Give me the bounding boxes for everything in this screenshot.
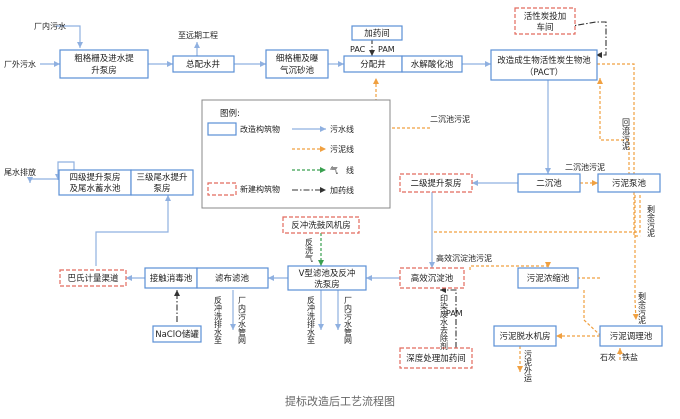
process-labels: 粗格栅及进水提 升泵房 总配水井 细格栅及曝 气沉砂池 加药间 分配井 水解酸化…	[67, 11, 652, 364]
sludge-cond-box	[599, 325, 663, 347]
print-waste-label: 印染废水去除剂	[440, 294, 449, 351]
sludge-cond-label: 污泥调理池	[610, 331, 653, 342]
coarse-screen-box	[59, 49, 149, 79]
return-sludge-label: 回流污泥	[622, 118, 631, 151]
sludge-thick-label: 污泥浓缩池	[527, 273, 570, 284]
inner-sewage-label: 厂内污水	[34, 21, 66, 31]
naclo-box	[152, 325, 202, 343]
vfilter-label-1: V型滤池及反冲	[299, 268, 356, 279]
hd-sludge-label: 高效沉淀池污泥	[436, 253, 492, 263]
backwash-drain4-label: 厂内污水管网	[238, 296, 247, 345]
pam-label: PAM	[378, 45, 395, 54]
hydrolysis-label: 水解酸化池	[411, 59, 454, 70]
legend-new-label: 新建构筑物	[240, 184, 280, 194]
tail-discharge-label: 尾水排放	[4, 167, 36, 177]
pac-label: PAC	[350, 45, 366, 54]
hd-clar-label: 高效沉淀池	[411, 273, 454, 284]
dewater-label: 污泥脱水机房	[499, 331, 550, 342]
deep-dosing-label: 深度处理加药间	[406, 353, 466, 364]
backwash-drain1-label: 反冲洗排水至	[307, 295, 316, 344]
fine-screen-label-2: 气沉砂池	[280, 65, 315, 76]
secondary-clar-label: 二沉池	[536, 178, 562, 189]
carbon-room-label-2: 车间	[536, 22, 553, 33]
coarse-screen-label-2: 升泵房	[91, 65, 117, 76]
pam2-label: PAM	[446, 309, 463, 318]
lift-pump4-label-2: 及尾水蓄水池	[69, 183, 121, 194]
naclo-label: NaClO储罐	[155, 329, 199, 340]
dewater-box	[493, 325, 557, 347]
lift-pump2-box	[399, 173, 473, 193]
legend-modified-swatch	[207, 122, 237, 136]
backwash-blower-label: 反冲洗鼓风机房	[291, 220, 351, 231]
excess1-label: 剩余污泥	[647, 204, 656, 238]
dosing-room-label: 加药间	[364, 28, 390, 39]
legend-new-swatch	[207, 182, 237, 196]
lime-label: 石灰	[600, 352, 616, 362]
lift-pump4-label-1: 四级提升泵房	[69, 172, 120, 183]
fine-screen-label-1: 细格栅及曝	[276, 53, 319, 64]
legend-air-label: 气 线	[330, 165, 354, 175]
cloth-filter-label: 滤布滤池	[215, 273, 250, 284]
lift-pump2-label: 二级提升泵房	[410, 178, 461, 189]
sludge-pump-label: 污泥泵池	[612, 178, 647, 189]
dist-well-label: 分配井	[360, 59, 386, 70]
outer-sewage-label: 厂外污水	[4, 59, 36, 69]
carbon-room-label-1: 活性炭投加	[524, 11, 567, 22]
legend-sludge-label: 污泥线	[330, 144, 354, 154]
backwash-blower-box	[282, 216, 360, 234]
secondary-clar-box	[517, 173, 581, 193]
sec-sludge1-label: 二沉池污泥	[430, 114, 470, 124]
tail-lift3-label-1: 三级尾水提升	[136, 172, 188, 183]
sewage-arrow-inner	[56, 25, 83, 48]
coarse-screen-label-1: 粗格栅及进水提	[74, 53, 134, 64]
dosing-room-box	[351, 25, 403, 41]
legend-sewage-label: 污水线	[330, 124, 354, 134]
deep-dosing-box	[399, 347, 473, 369]
pact-label-1: 改造成生物活性炭生物池	[497, 55, 591, 66]
tail-lift3-box	[130, 169, 194, 196]
process-boxes	[58, 7, 663, 369]
dosing-lines	[174, 21, 607, 348]
sludge-lines	[373, 63, 641, 372]
carbon-room-box	[514, 7, 576, 35]
disinfect-label: 接触消毒池	[150, 273, 193, 284]
to-far-label: 至远期工程	[178, 31, 218, 40]
parshall-label: 巴氏计量渠道	[67, 273, 119, 284]
legend-modified-label: 改造构筑物	[240, 124, 280, 134]
legend-title: 图例:	[220, 108, 240, 119]
legend: 图例: 改造构筑物 污水线 污泥线 气 线 新建构筑物 加药线	[201, 99, 391, 209]
vertical-labels: 回流污泥 剩余污泥 剩余污泥 反洗气 反冲洗排水至 厂内污水管网 反冲洗排水至 …	[214, 118, 656, 383]
excess2-label: 剩余污泥	[638, 291, 647, 325]
hd-clar-box	[399, 267, 465, 289]
sec-sludge2-label: 二沉池污泥	[565, 162, 605, 172]
legend-dosing-label: 加药线	[330, 185, 354, 195]
parshall-box	[59, 269, 127, 287]
sludge-thick-box	[517, 267, 579, 289]
figure-caption: 提标改造后工艺流程图	[285, 395, 395, 408]
sludge-pump-box	[597, 173, 661, 193]
pact-label-2: （PACT）	[525, 67, 563, 78]
collect-well-box	[172, 55, 235, 73]
sewage-lines	[27, 25, 551, 330]
backwash-drain3-label: 反冲洗排水至	[214, 295, 223, 344]
sludge-out-label: 污泥外运	[524, 349, 533, 383]
tail-lift3-label-2: 泵房	[153, 183, 170, 194]
fine-screen-box	[265, 49, 329, 79]
backwash-air-label: 反洗气	[305, 237, 314, 262]
pact-box	[490, 49, 598, 81]
vfilter-label-2: 洗泵房	[314, 279, 340, 290]
cloth-filter-box	[196, 267, 269, 289]
hydrolysis-box	[401, 55, 463, 73]
backwash-drain2-label: 厂内污水管网	[344, 296, 353, 345]
vfilter-box	[287, 265, 367, 291]
collect-well-label: 总配水井	[186, 59, 220, 70]
flow-labels: 厂内污水 厂外污水 至远期工程 PAC PAM 二沉池污泥 二沉池污泥 高效沉淀…	[4, 21, 638, 362]
fecl-label: 铁盐	[622, 352, 638, 362]
